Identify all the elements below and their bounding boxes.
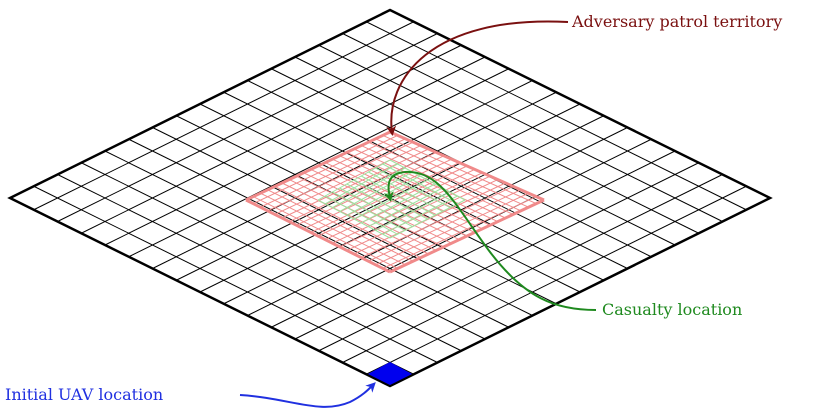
grid-line [382,134,537,205]
grid-line [360,185,514,259]
grid-line [375,191,451,231]
grid-line [375,192,529,266]
grid-line [353,148,506,219]
grid-line [382,195,458,235]
grid-line [223,91,604,281]
outer-grid-border [7,8,773,388]
grid-line [360,183,436,224]
grid-line [389,199,466,239]
grid-line [368,141,522,212]
grid-line [346,179,499,251]
grid-line [389,198,545,274]
adversary-arrow [386,20,569,136]
uav-arrow [239,382,376,408]
uav-start-cell [368,362,412,385]
grid-line [294,56,676,246]
grid-line [368,187,443,228]
grid-line [375,167,451,209]
grid-line [353,182,506,255]
grid-line [382,196,537,269]
grid-line [366,185,747,375]
grid-line [247,80,628,269]
grid-line [389,130,545,202]
grid-line [339,155,491,226]
grid-line [339,175,491,248]
grid-line [360,175,436,216]
grid-line [223,115,604,305]
grid-line [318,44,699,234]
grid-line [318,162,699,352]
grid-line [332,158,483,230]
grid-line [382,163,458,205]
uav-label: Initial UAV location [5,385,163,404]
grid-line [342,33,723,222]
grid-line [342,174,723,363]
adversary-label: Adversary patrol territory [571,12,782,31]
grid-line [346,151,499,223]
casualty-label: Casualty location [602,300,742,319]
casualty-arrow [383,170,597,311]
grid-line [389,159,466,201]
grid-line [368,189,522,262]
grid-line [360,145,514,215]
grid-line [375,138,529,208]
grid-line [368,171,443,212]
grid-line [324,162,475,233]
